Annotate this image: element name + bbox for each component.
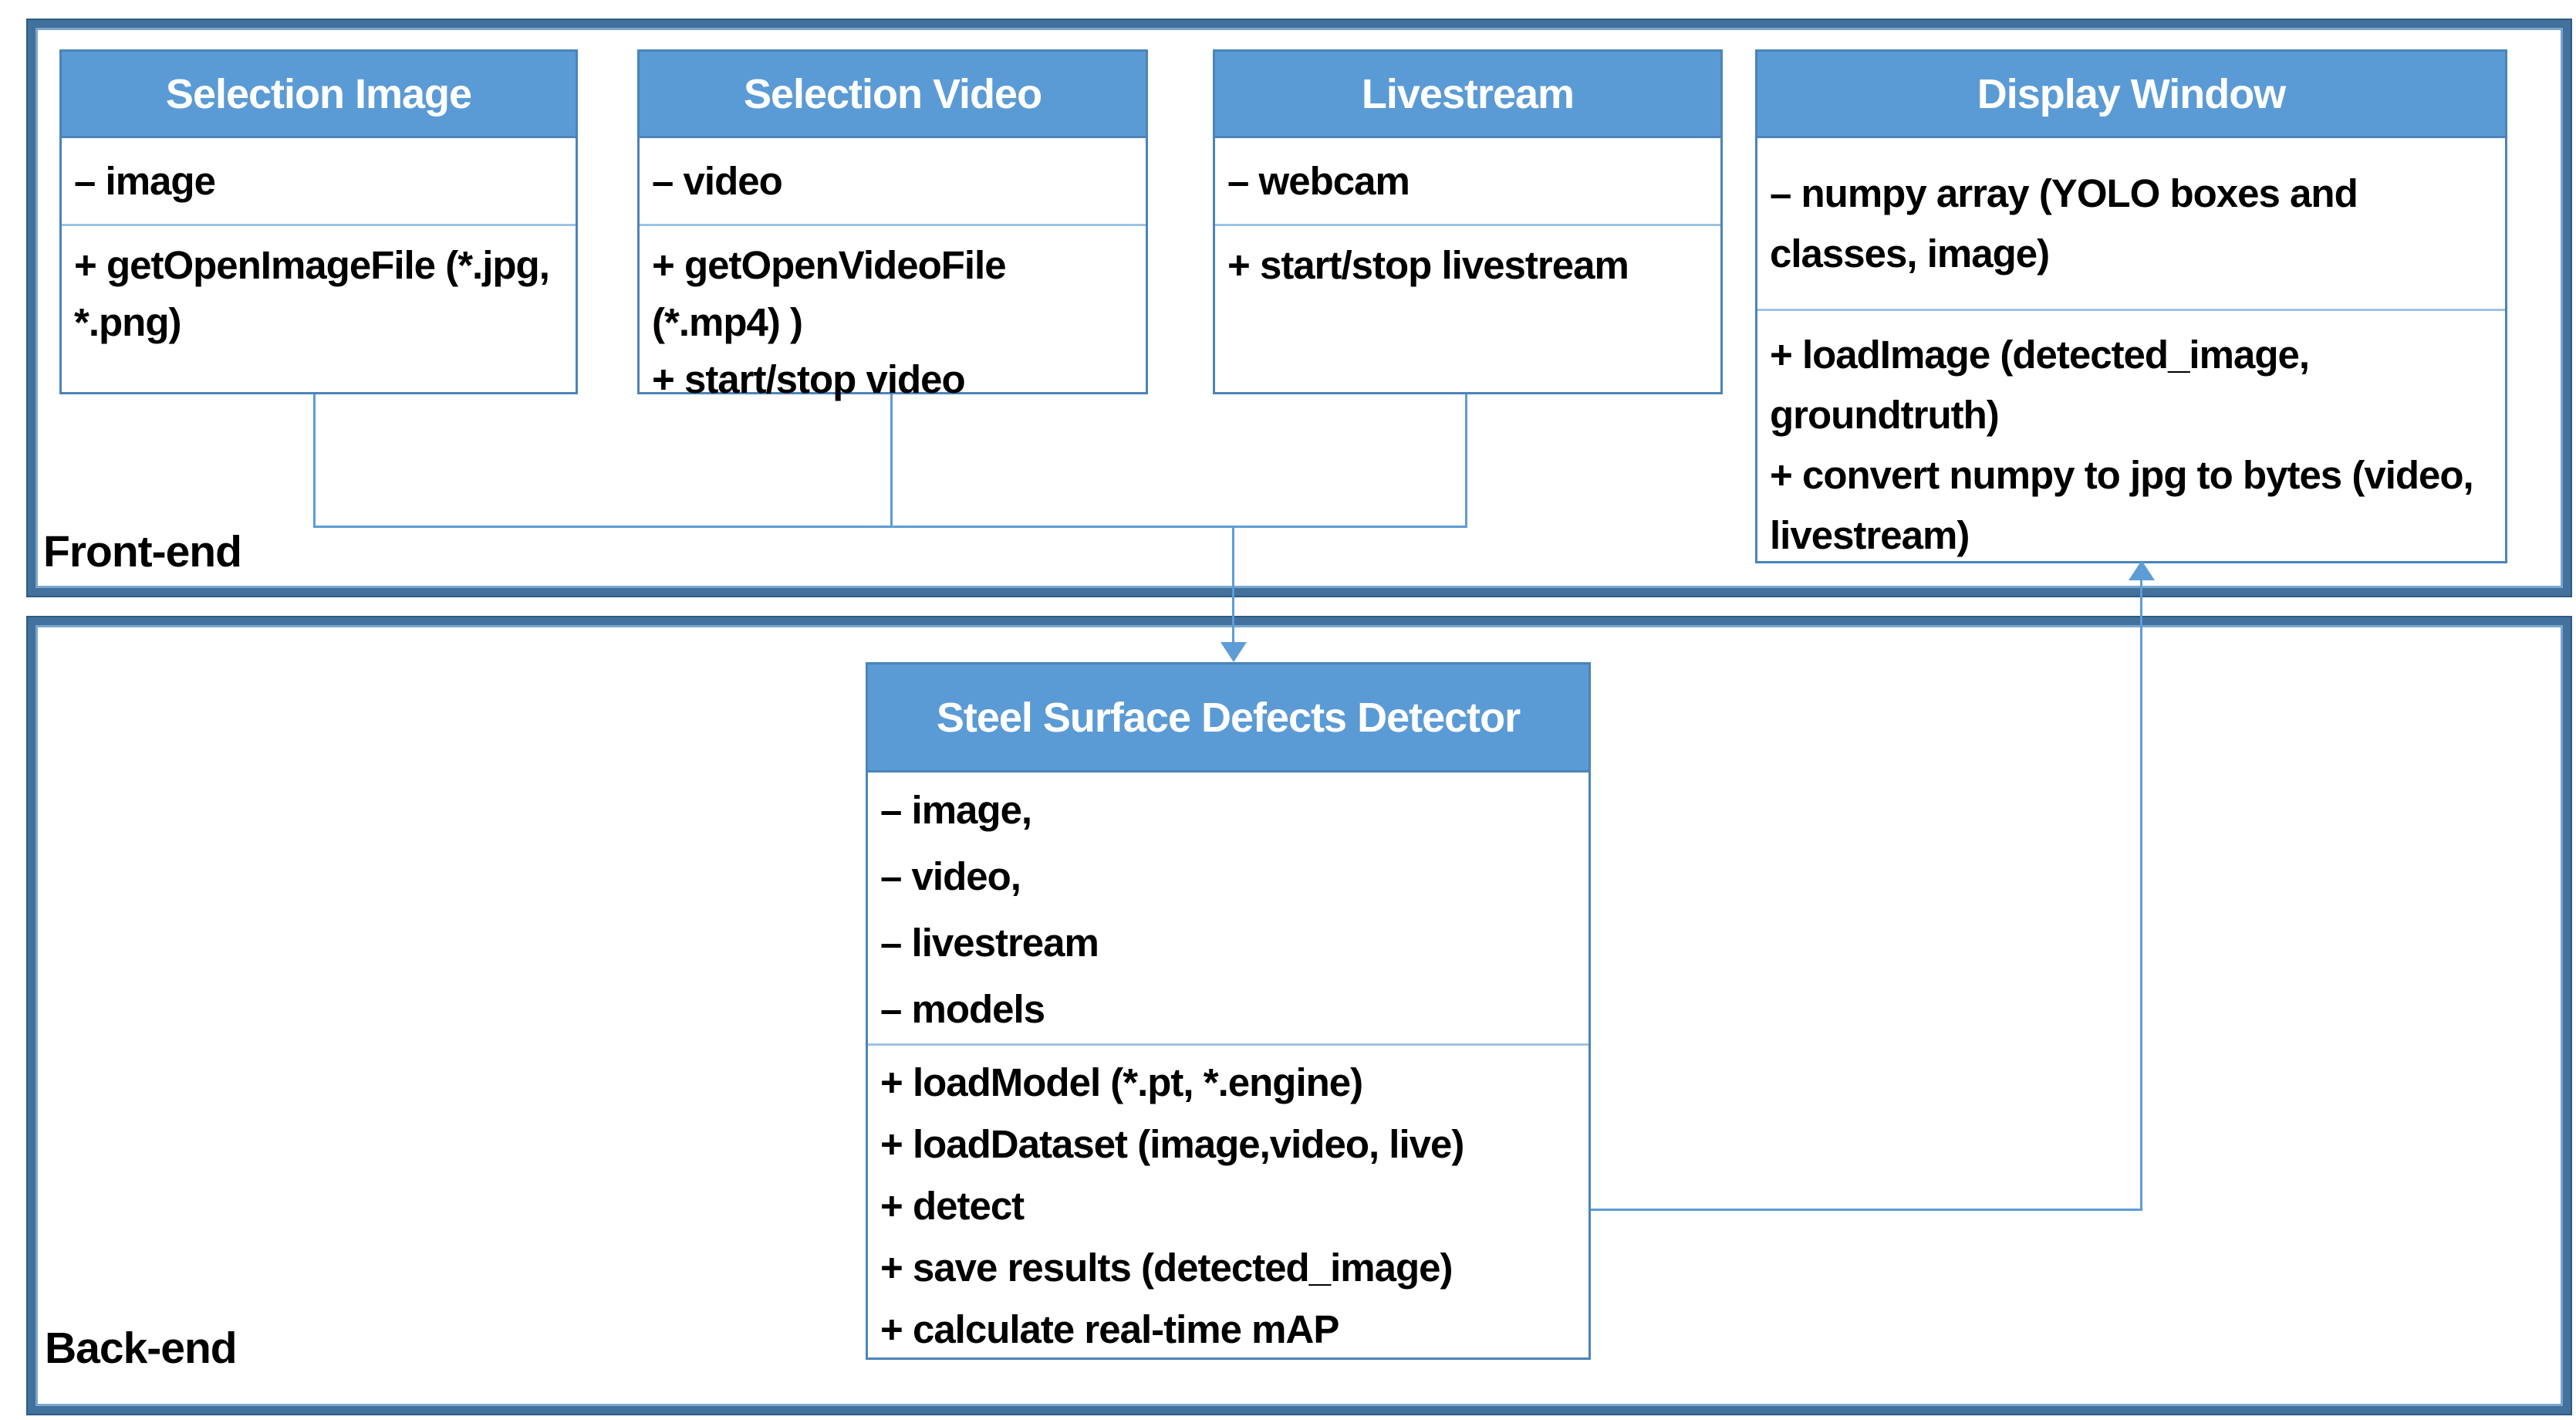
methods-section: + loadImage (detected_image, groundtruth… [1757,311,2505,566]
class-box-selection-video: Selection Video – video + getOpenVideoFi… [637,49,1148,401]
class-title-display-window: Display Window [1757,52,2505,138]
connector-livestream-drop [1465,394,1467,527]
attribute-numpy-array: – numpy array (YOLO boxes and classes, i… [1770,171,2358,276]
method-detect: + detect [880,1184,1025,1228]
connector-detector-to-display-vertical [2140,579,2142,1211]
connector-bus-to-detector [1232,527,1234,644]
attribute-image: – image, [880,788,1032,832]
attribute-video: – video, [880,854,1021,898]
method-calculate-map: + calculate real-time mAP [880,1307,1339,1351]
method-start-stop-livestream: + start/stop livestream [1227,243,1629,287]
methods-section: + start/stop livestream [1215,226,1720,392]
frontend-label: Front-end [43,527,242,576]
attribute-video: – video [652,158,783,203]
class-box-selection-image: Selection Image – image + getOpenImageFi… [59,49,578,394]
attributes-section: – image [62,138,576,226]
arrow-up-icon [2129,560,2155,580]
methods-section: + getOpenImageFile (*.jpg, *.png) [62,226,576,392]
class-title-selection-video: Selection Video [640,52,1146,138]
attributes-section: – image, – video, – livestream – models [868,773,1588,1046]
attribute-image: – image [74,158,216,203]
class-title-defects-detector: Steel Surface Defects Detector [868,664,1588,773]
backend-label: Back-end [45,1324,238,1373]
method-load-model: + loadModel (*.pt, *.engine) [880,1060,1363,1104]
frontend-container [28,20,2571,596]
attribute-models: – models [880,987,1045,1031]
methods-section: + loadModel (*.pt, *.engine) + loadDatas… [868,1046,1588,1361]
attribute-livestream: – livestream [880,921,1099,965]
method-save-results: + save results (detected_image) [880,1246,1453,1290]
connector-bus-horizontal [313,526,1467,528]
method-start-stop-video: + start/stop video [652,357,966,401]
methods-section: + getOpenVideoFile (*.mp4) ) + start/sto… [640,226,1146,408]
class-box-livestream: Livestream – webcam + start/stop livestr… [1213,49,1723,394]
class-title-selection-image: Selection Image [62,52,576,138]
method-get-open-video-file: + getOpenVideoFile (*.mp4) ) [652,243,1007,344]
class-box-defects-detector: Steel Surface Defects Detector – image, … [866,662,1591,1360]
attributes-section: – webcam [1215,138,1720,226]
attribute-webcam: – webcam [1227,158,1410,203]
connector-detector-to-display-horizontal [1591,1209,2142,1211]
class-title-livestream: Livestream [1215,52,1720,138]
method-load-dataset: + loadDataset (image,video, live) [880,1122,1464,1166]
arrow-down-icon [1220,642,1247,662]
attributes-section: – video [640,138,1146,226]
class-box-display-window: Display Window – numpy array (YOLO boxes… [1755,49,2507,563]
method-convert-numpy: + convert numpy to jpg to bytes (video, … [1770,453,2474,557]
method-get-open-image-file: + getOpenImageFile (*.jpg, *.png) [74,243,550,344]
connector-selection-image-drop [313,394,316,527]
method-load-image: + loadImage (detected_image, groundtruth… [1770,333,2310,437]
connector-selection-video-drop [890,394,893,527]
backend-container [28,617,2571,1414]
attributes-section: – numpy array (YOLO boxes and classes, i… [1757,138,2505,311]
